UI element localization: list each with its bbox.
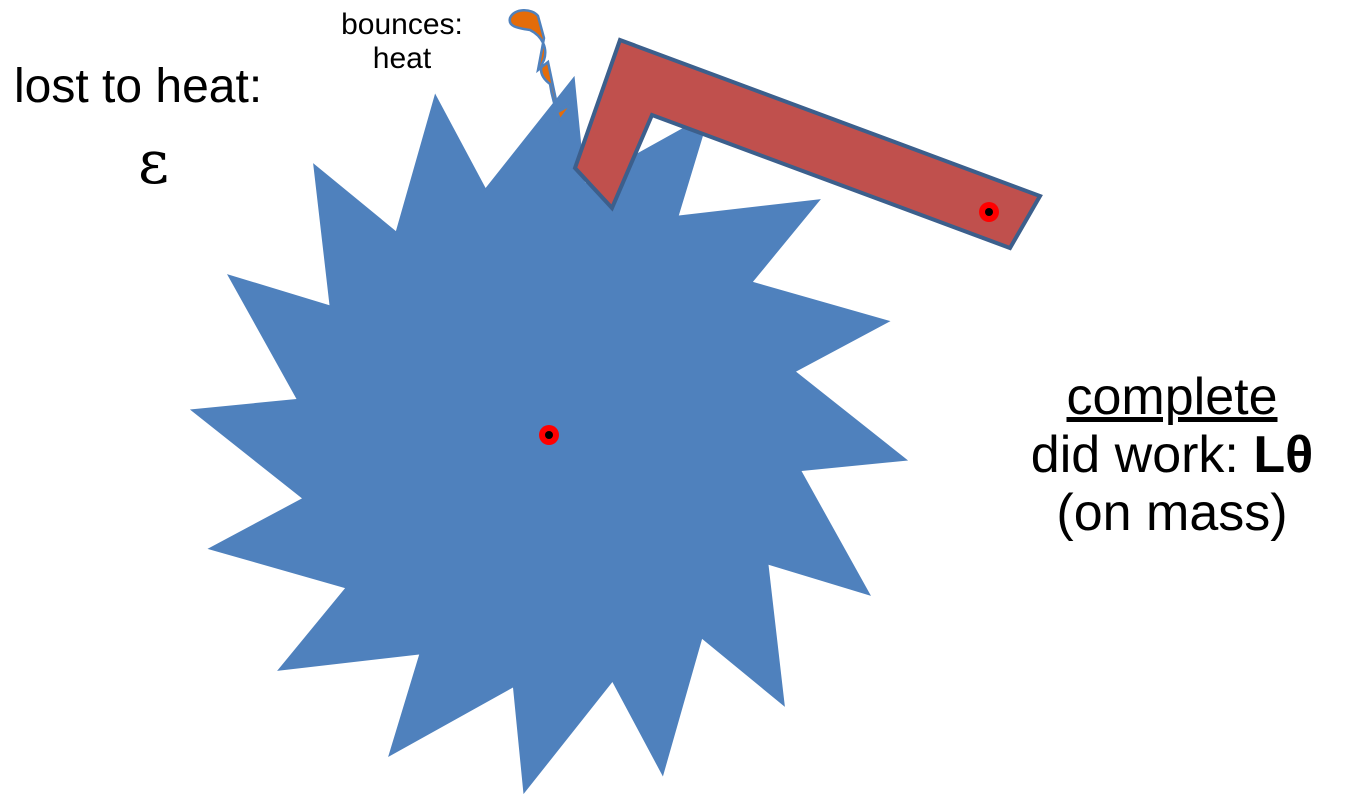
complete-heading: complete [1066,368,1278,426]
work-symbol: Lθ [1253,426,1314,485]
complete-work-label: complete did work: Lθ (on mass) [986,368,1358,543]
pawl-pivot [979,202,999,222]
lost-to-heat-label: lost to heat: [14,60,263,113]
on-mass-line: (on mass) [1056,484,1288,543]
epsilon-symbol: ε [138,128,170,198]
pawl-arm [572,37,1043,251]
did-work-line: did work: Lθ [986,426,1358,484]
did-work-text: did work: [1030,426,1254,485]
bounces-heat-label: bounces: heat [322,8,482,75]
heat-splash [508,9,573,123]
heat-line: heat [372,41,432,75]
gear-pivot [539,425,559,445]
bounces-line: bounces: [341,8,463,41]
